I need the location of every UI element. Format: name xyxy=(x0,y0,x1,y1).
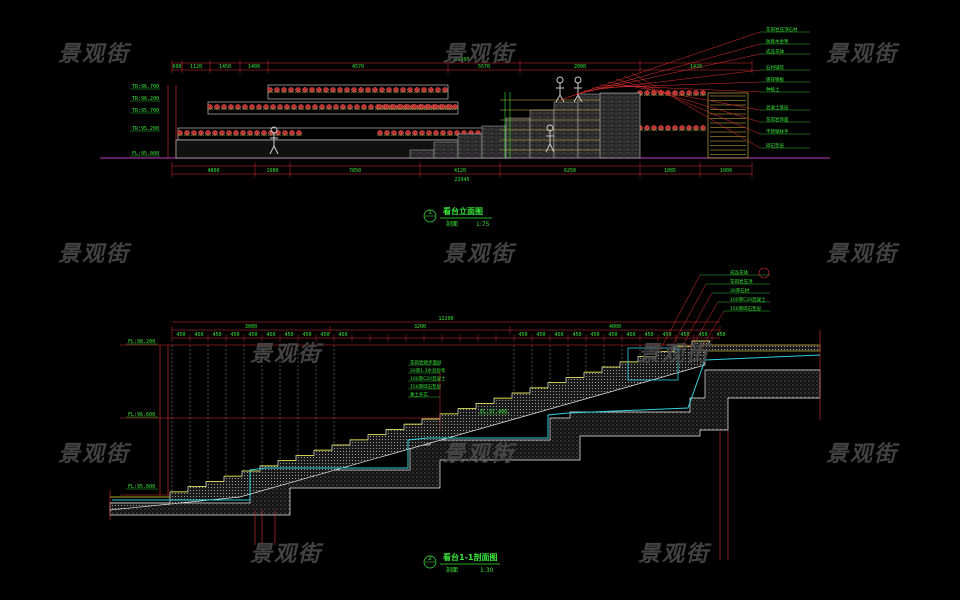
elev-top-dim: 1400 xyxy=(248,64,260,70)
sec-step-dim: 450 xyxy=(284,332,293,338)
elev-top-dim: 1120 xyxy=(190,64,202,70)
elev-top-dim: 1450 xyxy=(219,64,231,70)
watermark: 景观街 xyxy=(58,242,131,267)
watermark: 景观街 xyxy=(826,242,899,267)
sec-step-dim: 450 xyxy=(680,332,689,338)
sec-group-dim: 3200 xyxy=(414,324,426,330)
view-1-number: 1 xyxy=(428,209,432,216)
elev-level-label: TR:95.700 xyxy=(132,108,159,114)
elev-level-label: TR:96.700 xyxy=(132,84,159,90)
elev-callout: 碎石垫层 xyxy=(766,142,784,149)
watermark: 景观街 xyxy=(826,42,899,67)
sec-level-label: FL:98.200 xyxy=(128,339,155,345)
sec-callout-mid: 100厚C20混凝土 xyxy=(410,375,446,382)
sec-step-dim: 450 xyxy=(338,332,347,338)
sec-level-label: FL:96.600 xyxy=(128,412,155,418)
elev-callout: 石材铺装 xyxy=(766,64,784,71)
watermark: 景观街 xyxy=(58,42,131,67)
sec-step-dim: 450 xyxy=(572,332,581,338)
sec-step-dim: 450 xyxy=(194,332,203,338)
sec-level-label: FL:97.400 xyxy=(480,409,507,415)
watermark: 景观街 xyxy=(443,42,516,67)
elev-bottom-dim: 1980 xyxy=(266,168,278,174)
watermark: 景观街 xyxy=(826,442,899,467)
sec-step-dim: 450 xyxy=(536,332,545,338)
sec-step-dim: 450 xyxy=(320,332,329,338)
elev-total-bottom: 22945 xyxy=(454,177,469,183)
view-title-1: 1 看台立面图 剖面 1:75 xyxy=(423,206,492,228)
elev-level-label: FL:95.000 xyxy=(132,151,159,157)
sec-step-dim: 450 xyxy=(212,332,221,338)
elev-callout: 防腐木坐凳 xyxy=(766,38,789,45)
view-2-title: 看台1-1剖面图 xyxy=(442,552,497,562)
watermark: 景观街 xyxy=(443,442,516,467)
view-1-scale: 1:75 xyxy=(476,221,490,228)
sec-overall-dim: 12200 xyxy=(438,316,453,322)
sec-callout-top: 成品花钵 xyxy=(730,269,748,276)
elev-bottom-dim: 7850 xyxy=(349,168,361,174)
sec-callout-mid: 花岗岩踏步面层 xyxy=(410,359,442,366)
elev-callout: 花岗岩压顶石材 xyxy=(766,26,798,33)
elev-callout: 混凝土基层 xyxy=(766,104,789,111)
sec-step-dim: 450 xyxy=(698,332,707,338)
elev-level-label: TR:95.200 xyxy=(132,126,159,132)
elev-callout: 不锈钢扶手 xyxy=(766,128,789,135)
elev-bottom-dim: 4800 xyxy=(207,168,219,174)
sec-step-dim: 450 xyxy=(662,332,671,338)
sec-callout-top: 100厚C20混凝土 xyxy=(730,296,766,303)
elev-callout: 花岗岩饰面 xyxy=(766,116,789,123)
elev-bottom-dim: 4120 xyxy=(454,168,466,174)
sec-callout-mid: 20厚1:3水泥砂浆 xyxy=(410,367,446,374)
sec-callout-mid: 150厚碎石垫层 xyxy=(410,383,442,390)
elev-callout: 种植土 xyxy=(766,86,780,93)
sec-callout-top: 150厚碎石垫层 xyxy=(730,305,762,312)
section-view: 12200 3000 3200 4000 450 450 450 450 450 450 450 45… xyxy=(109,267,821,560)
sec-group-dim: 3000 xyxy=(245,324,257,330)
sec-callout-top: 花岗岩压顶 xyxy=(730,278,753,285)
sec-step-dim: 450 xyxy=(266,332,275,338)
sec-step-dim: 450 xyxy=(230,332,239,338)
sec-step-dim: 450 xyxy=(608,332,617,338)
elev-top-dim: 600 xyxy=(172,64,181,70)
elev-callout: 镀锌钢板 xyxy=(766,76,784,83)
sec-step-dim: 450 xyxy=(176,332,185,338)
sec-step-dim: 450 xyxy=(248,332,257,338)
elev-top-dim: 2000 xyxy=(574,64,586,70)
sec-step-dim: 450 xyxy=(716,332,725,338)
elev-top-dim: 5570 xyxy=(478,64,490,70)
elev-top-dim: 1420 xyxy=(690,64,702,70)
sec-step-dim: 450 xyxy=(518,332,527,338)
elev-total-top: 22495 xyxy=(454,57,469,63)
elevation-view: 600 1120 1450 1400 4570 5570 2000 1420 22495 480… xyxy=(100,26,830,183)
view-1-label: 剖面 xyxy=(446,220,458,228)
watermark: 景观街 xyxy=(250,542,323,567)
view-2-number: 2 xyxy=(428,555,432,562)
view-2-scale: 1:30 xyxy=(480,567,494,574)
sec-level-label: FL:95.000 xyxy=(128,484,155,490)
view-2-label: 剖面 xyxy=(446,566,458,574)
elev-top-dim: 4570 xyxy=(352,64,364,70)
sec-callout-mid: 素土夯实 xyxy=(410,391,428,398)
sec-callout-top: 30厚石材 xyxy=(730,287,750,294)
watermark: 景观街 xyxy=(443,242,516,267)
sec-group-dim: 4000 xyxy=(609,324,621,330)
watermark: 景观街 xyxy=(250,342,323,367)
elev-bottom-dim: 1000 xyxy=(720,168,732,174)
view-title-2: 2 看台1-1剖面图 剖面 1:30 xyxy=(423,552,500,574)
sec-step-dim: 450 xyxy=(302,332,311,338)
sec-step-dim: 450 xyxy=(626,332,635,338)
elev-bottom-dim: 1085 xyxy=(664,168,676,174)
elev-bottom-dim: 6250 xyxy=(564,168,576,174)
watermark: 景观街 xyxy=(638,542,711,567)
sec-step-dim: 450 xyxy=(644,332,653,338)
view-1-title: 看台立面图 xyxy=(442,206,483,216)
elev-level-label: TR:96.200 xyxy=(132,96,159,102)
elev-callout: 成品花钵 xyxy=(766,48,784,55)
watermark: 景观街 xyxy=(638,342,711,367)
watermark: 景观街 xyxy=(58,442,131,467)
sec-step-dim: 450 xyxy=(554,332,563,338)
sec-step-dim: 450 xyxy=(590,332,599,338)
